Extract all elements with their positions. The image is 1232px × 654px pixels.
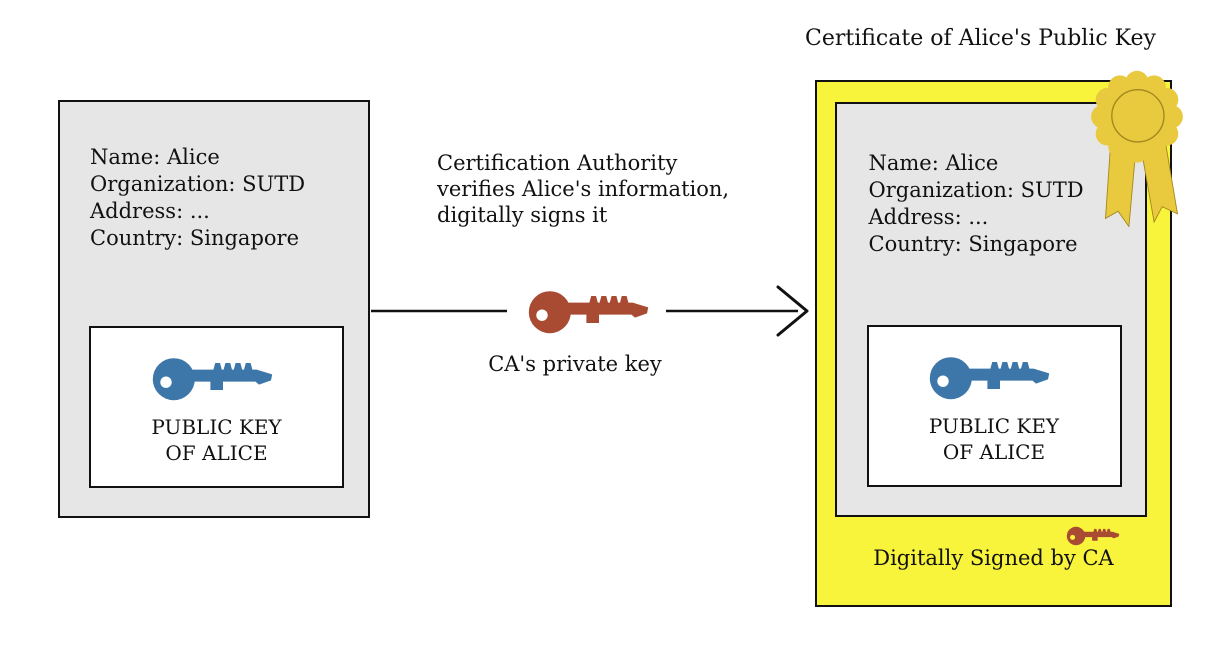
- alice-identity-info: Name: Alice Organization: SUTD Address: …: [90, 144, 305, 252]
- ca-signature-key-icon: [1066, 526, 1120, 546]
- public-key-label: PUBLIC KEY OF ALICE: [151, 415, 282, 465]
- info-line-address: Address: ...: [868, 204, 989, 229]
- arrow-icon: [371, 285, 809, 337]
- certified-info-card: Name: Alice Organization: SUTD Address: …: [834, 101, 1147, 517]
- info-line-organization: Organization: SUTD: [868, 177, 1084, 202]
- ca-process-caption: Certification Authority verifies Alice's…: [437, 151, 730, 227]
- rosette-ribbon-icon: [1090, 70, 1184, 228]
- info-line-organization: Organization: SUTD: [90, 172, 306, 196]
- ca-private-key-label: CA's private key: [488, 352, 662, 376]
- certificate-title: Certificate of Alice's Public Key: [805, 26, 1156, 51]
- public-key-icon: [152, 358, 272, 401]
- public-key-label: PUBLIC KEY OF ALICE: [928, 413, 1060, 464]
- info-line-address: Address: ...: [90, 199, 210, 223]
- info-line-country: Country: Singapore: [90, 226, 299, 250]
- info-line-country: Country: Singapore: [868, 231, 1078, 256]
- certified-identity-info: Name: Alice Organization: SUTD Address: …: [869, 150, 1084, 258]
- info-line-name: Name: Alice: [90, 145, 220, 169]
- public-key-box: PUBLIC KEY OF ALICE: [866, 324, 1122, 487]
- ca-private-key-icon: [528, 291, 649, 334]
- digitally-signed-label: Digitally Signed by CA: [873, 546, 1114, 570]
- public-key-box: PUBLIC KEY OF ALICE: [89, 326, 344, 488]
- public-key-icon: [929, 356, 1050, 399]
- info-line-name: Name: Alice: [868, 150, 999, 175]
- alice-info-card: Name: Alice Organization: SUTD Address: …: [58, 100, 370, 518]
